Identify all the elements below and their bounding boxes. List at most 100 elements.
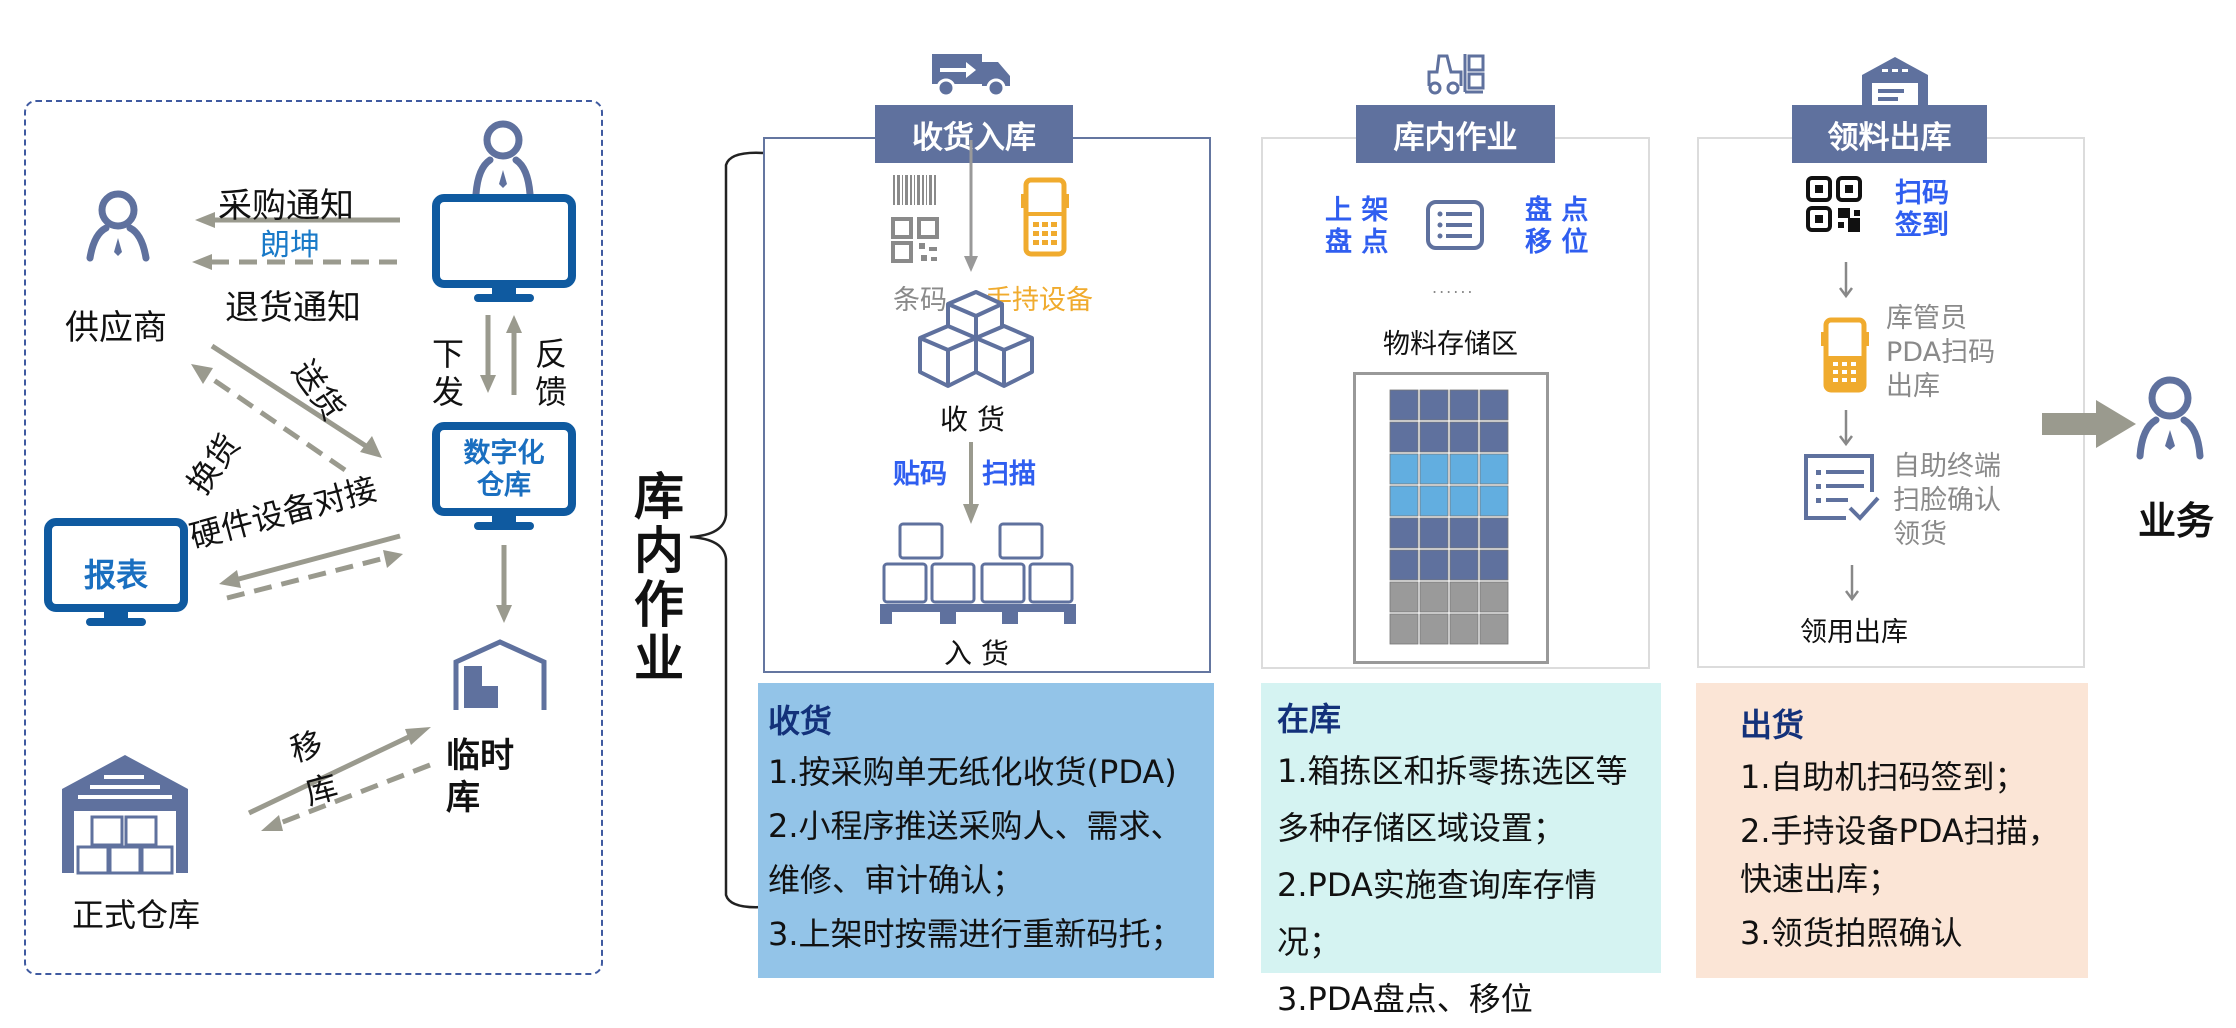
business-person-icon — [2136, 376, 2204, 460]
digital-warehouse-line1: 数字化 — [463, 438, 545, 469]
rack-cell-dark — [1449, 389, 1479, 421]
hardware-integration-arrow — [219, 533, 403, 601]
in-warehouse-item: 1.箱拣区和拆零拣选区等 — [1277, 752, 1628, 790]
receiving-flow-arrow-top — [964, 140, 978, 272]
temp-warehouse-label: 临时 库 — [446, 735, 514, 819]
outbound-flow-arrow-2 — [1839, 410, 1853, 447]
operator-person-icon — [472, 120, 534, 198]
in-warehouse-operations-side-label: 库内作业 — [634, 468, 684, 688]
shelving-tag: 上 架 — [1325, 195, 1389, 226]
digital-warehouse-label: 数字化 仓库 — [436, 438, 572, 502]
rack-cell-light — [1389, 453, 1419, 485]
rack-cell-dark — [1479, 517, 1509, 549]
rack-cell-dark — [1479, 421, 1509, 453]
rack-cell-gray — [1419, 613, 1449, 645]
inbound-goods-label: 入 货 — [944, 637, 1009, 670]
kiosk-face-confirm-label: 自助终端 扫脸确认 领货 — [1893, 450, 2001, 552]
rack-cell-light — [1389, 485, 1419, 517]
receiving-item: 2.小程序推送采购人、需求、 — [768, 807, 1183, 845]
outbound-header: 领料出库 — [1792, 105, 1987, 163]
operator-monitor-icon — [432, 194, 576, 302]
rack-cell-dark — [1449, 517, 1479, 549]
curly-bracket — [689, 151, 765, 909]
deliver-goods-arrow — [210, 343, 382, 458]
receiving-item: 1.按采购单无纸化收货(PDA) — [768, 753, 1177, 791]
exchange-goods-arrow — [191, 364, 347, 473]
kiosk-line: 自助终端 — [1893, 451, 2001, 482]
pda-scan-outbound-label: 库管员 PDA扫码 出库 — [1886, 302, 1995, 404]
issue-down-label: 下发 — [432, 335, 465, 411]
temp-warehouse-line1: 临时 — [446, 736, 514, 776]
rack-cell-dark — [1389, 517, 1419, 549]
rack-cell-gray — [1419, 581, 1449, 613]
feedback-label: 反馈 — [535, 335, 568, 411]
pda-line: 库管员 — [1886, 303, 1967, 334]
receive-goods-label: 收 货 — [940, 403, 1005, 436]
langkun-label: 朗坤 — [260, 228, 320, 263]
rack-cell-dark — [1419, 389, 1449, 421]
qr-code-icon — [1806, 176, 1862, 232]
rack-cell-light — [1419, 453, 1449, 485]
handheld-pda-icon — [1021, 177, 1069, 257]
in-warehouse-item: 多种存储区域设置； — [1277, 809, 1566, 847]
scan-step: 扫描 — [982, 459, 1036, 490]
rack-cell-gray — [1389, 581, 1419, 613]
supplier-person-icon — [86, 190, 150, 262]
outbound-item: 1.自助机扫码签到； — [1740, 758, 2027, 796]
rack-cell-dark — [1389, 549, 1419, 581]
outbound-item: 3.领货拍照确认 — [1740, 914, 1963, 952]
purchase-notice-arrow — [195, 212, 400, 228]
report-label: 报表 — [83, 556, 148, 594]
forklift-icon — [1427, 54, 1485, 95]
rack-cell-dark — [1449, 421, 1479, 453]
receiving-panel-title: 收货 — [768, 702, 833, 740]
digital-warehouse-monitor-icon — [432, 422, 576, 530]
scan-signin-line1: 扫码 — [1895, 178, 1949, 209]
transfer-arrow — [247, 727, 431, 831]
pda-line: PDA扫码 — [1886, 337, 1996, 368]
stacked-boxes-icon — [918, 290, 1034, 388]
return-notice-arrow — [192, 254, 397, 270]
to-temp-warehouse-arrow — [496, 545, 512, 623]
rack-cell-gray — [1449, 613, 1479, 645]
rack-cell-dark — [1419, 517, 1449, 549]
barcode-icon — [891, 175, 939, 263]
rack-cell-gray — [1389, 613, 1419, 645]
storage-area-label: 物料存储区 — [1383, 329, 1518, 360]
system-context-panel — [24, 100, 603, 975]
rack-cell-light — [1449, 485, 1479, 517]
feedback-arrow — [506, 315, 522, 395]
receiving-item: 3.上架时按需进行重新码托； — [768, 915, 1183, 953]
rack-cell-light — [1449, 453, 1479, 485]
rack-cell-dark — [1479, 389, 1509, 421]
receiving-item: 维修、审计确认； — [768, 861, 1025, 899]
list-icon — [1426, 200, 1484, 250]
outbound-item: 2.手持设备PDA扫描， — [1740, 812, 2060, 850]
pda-scanner-icon — [1821, 317, 1869, 393]
label-code-step: 贴码 — [893, 459, 947, 490]
count-tag: 盘 点 — [1325, 227, 1389, 258]
rack-cell-dark — [1479, 549, 1509, 581]
in-warehouse-panel-title: 在库 — [1277, 700, 1342, 738]
rack-cell-light — [1419, 485, 1449, 517]
shelving-count-tags: 上 架 盘 点 — [1325, 195, 1388, 259]
report-monitor-icon — [44, 518, 188, 626]
rack-cell-dark — [1389, 421, 1419, 453]
barcode-label: 条码 — [893, 285, 947, 316]
kiosk-checklist-icon — [1804, 454, 1880, 521]
outbound-flow-arrow-1 — [1839, 262, 1853, 299]
outbound-item: 快速出库； — [1740, 860, 1901, 898]
pda-line: 出库 — [1886, 371, 1940, 402]
outbound-warehouse-icon — [1862, 57, 1928, 107]
supplier-label: 供应商 — [65, 308, 167, 348]
issue-down-arrow — [480, 315, 496, 393]
outbound-panel-title: 出货 — [1740, 706, 1805, 744]
scan-signin-line2: 签到 — [1895, 210, 1949, 241]
digital-warehouse-line2: 仓库 — [477, 470, 531, 501]
rack-cell-dark — [1449, 549, 1479, 581]
collect-outbound-label: 领用出库 — [1800, 617, 1908, 648]
return-notice-label: 退货通知 — [225, 288, 361, 328]
move-tag: 移 位 — [1525, 227, 1589, 258]
in-warehouse-description-panel: 在库 1.箱拣区和拆零拣选区等 多种存储区域设置； 2.PDA实施查询库存情况；… — [1261, 683, 1661, 1018]
ellipsis: ...... — [1432, 278, 1475, 297]
